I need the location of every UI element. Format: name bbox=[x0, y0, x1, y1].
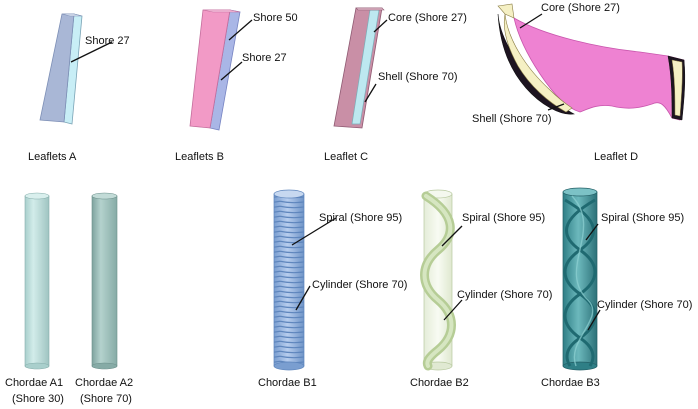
leader-line bbox=[587, 309, 601, 331]
leader-line bbox=[519, 13, 543, 29]
label-spiral: Spiral (Shore 95) bbox=[462, 212, 545, 224]
caption-leaflets-b: Leaflets B bbox=[175, 151, 224, 163]
caption-chordae-a2-shore: (Shore 70) bbox=[80, 393, 132, 405]
caption-leaflets-a: Leaflets A bbox=[28, 151, 77, 163]
leader-line bbox=[220, 61, 243, 81]
chordae-a2-model bbox=[91, 192, 118, 370]
leaflet-d-model bbox=[497, 3, 686, 121]
chordae-a1-model bbox=[24, 192, 50, 370]
caption-chordae-a1-shore: (Shore 30) bbox=[12, 393, 64, 405]
label-spiral: Spiral (Shore 95) bbox=[601, 212, 684, 224]
chordae-b2-model bbox=[420, 189, 456, 371]
label-shore-27: Shore 27 bbox=[85, 35, 130, 47]
caption-leaflet-c: Leaflet C bbox=[324, 151, 368, 163]
chordae-b3-panel: Spiral (Shore 95) Cylinder (Shore 70) Ch… bbox=[541, 187, 692, 389]
caption-leaflet-d: Leaflet D bbox=[594, 151, 638, 163]
leaflets-b-panel: Shore 50 Shore 27 Leaflets B bbox=[175, 9, 298, 163]
leaflet-d-panel: Core (Shore 27) Shell (Shore 70) Leaflet… bbox=[472, 2, 686, 163]
chordae-b1-model bbox=[273, 189, 305, 371]
label-cylinder: Cylinder (Shore 70) bbox=[597, 299, 692, 311]
caption-chordae-b3: Chordae B3 bbox=[541, 377, 600, 389]
label-cylinder: Cylinder (Shore 70) bbox=[312, 279, 407, 291]
chordae-b1-panel: Spiral (Shore 95) Cylinder (Shore 70) Ch… bbox=[258, 189, 407, 389]
chordae-a1-panel: Chordae A1 (Shore 30) bbox=[5, 192, 64, 405]
leader-line bbox=[364, 83, 377, 103]
caption-chordae-b1: Chordae B1 bbox=[258, 377, 317, 389]
chordae-a2-panel: Chordae A2 (Shore 70) bbox=[75, 192, 133, 405]
label-core: Core (Shore 27) bbox=[541, 2, 620, 14]
leader-line bbox=[295, 285, 311, 311]
caption-chordae-a1: Chordae A1 bbox=[5, 377, 63, 389]
leader-line bbox=[443, 299, 463, 321]
label-cylinder: Cylinder (Shore 70) bbox=[457, 289, 552, 301]
leaflet-b-model bbox=[189, 9, 241, 131]
leaflet-c-model bbox=[333, 7, 385, 129]
chordae-b2-panel: Spiral (Shore 95) Cylinder (Shore 70) Ch… bbox=[410, 189, 552, 389]
leaflet-a-model bbox=[39, 13, 83, 125]
leader-line bbox=[228, 19, 253, 41]
leader-line bbox=[547, 103, 565, 111]
chordae-b3-model bbox=[562, 187, 598, 371]
label-shell: Shell (Shore 70) bbox=[472, 113, 552, 125]
leader-line bbox=[441, 225, 463, 247]
leaflets-a-panel: Shore 27 Leaflets A bbox=[28, 13, 130, 163]
label-shore-50: Shore 50 bbox=[253, 12, 298, 24]
label-shore-27: Shore 27 bbox=[242, 52, 287, 64]
leaflet-c-panel: Core (Shore 27) Shell (Shore 70) Leaflet… bbox=[324, 7, 467, 163]
caption-chordae-b2: Chordae B2 bbox=[410, 377, 469, 389]
label-spiral: Spiral (Shore 95) bbox=[319, 212, 402, 224]
label-shell: Shell (Shore 70) bbox=[378, 71, 458, 83]
leader-line bbox=[70, 41, 113, 63]
label-core: Core (Shore 27) bbox=[388, 12, 467, 24]
leader-line bbox=[585, 223, 599, 241]
leader-line bbox=[291, 217, 337, 246]
caption-chordae-a2: Chordae A2 bbox=[75, 377, 133, 389]
leader-line bbox=[373, 19, 388, 33]
